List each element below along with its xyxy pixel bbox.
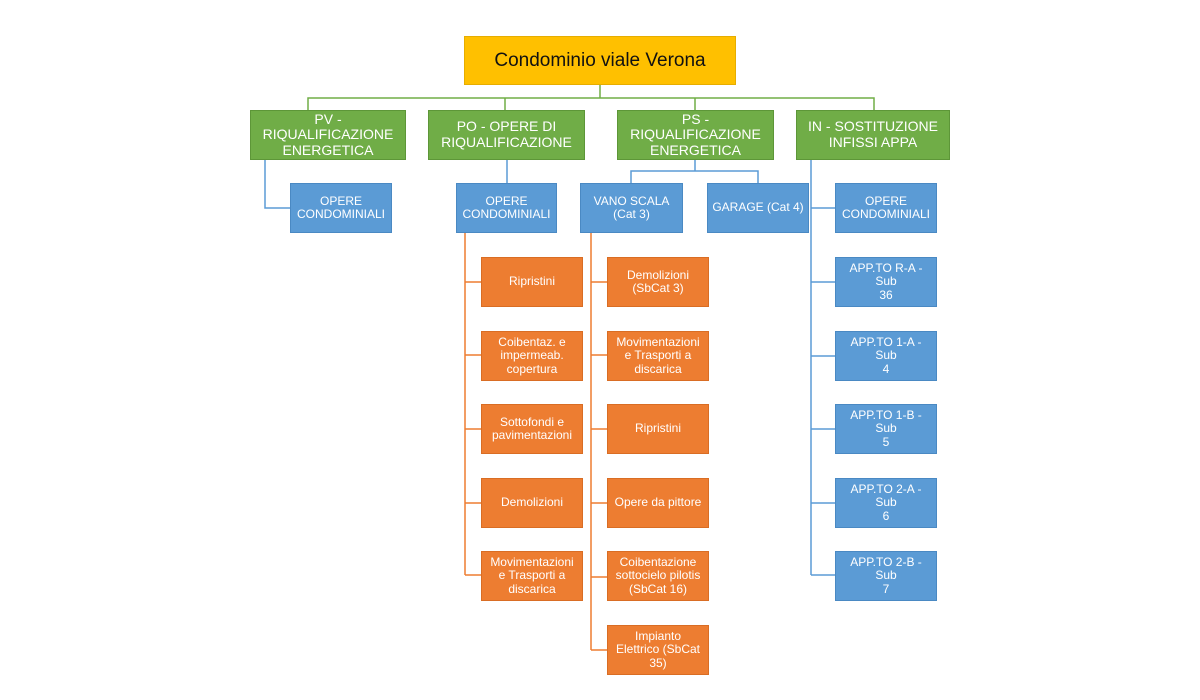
vs-task-ripristini: Ripristini [607,404,709,454]
category-in: IN - SOSTITUZIONE INFISSI APPA [796,110,950,160]
connector-ps [630,160,759,183]
vs-task-movimentazioni: Movimentazioni e Trasporti a discarica [607,331,709,381]
connector-in [810,160,835,576]
po-task-ripristini: Ripristini [481,257,583,307]
in-appto-2-a: APP.TO 2-A - Sub 6 [835,478,937,528]
root-node: Condominio viale Verona [464,36,736,85]
connector-root-bus [307,85,875,110]
category-po: PO - OPERE DI RIQUALIFICAZIONE [428,110,585,160]
vs-task-impianto-elettrico: Impianto Elettrico (SbCat 35) [607,625,709,675]
connector-pv [264,160,290,209]
connector-po-leaves [464,233,481,576]
group-pv-opere-condominiali: OPERE CONDOMINIALI [290,183,392,233]
group-po-opere-condominiali: OPERE CONDOMINIALI [456,183,557,233]
po-task-sottofondi: Sottofondi e pavimentazioni [481,404,583,454]
in-appto-2-b: APP.TO 2-B - Sub 7 [835,551,937,601]
po-task-demolizioni: Demolizioni [481,478,583,528]
group-garage: GARAGE (Cat 4) [707,183,809,233]
po-task-coibentaz: Coibentaz. e impermeab. copertura [481,331,583,381]
vs-task-opere-pittore: Opere da pittore [607,478,709,528]
in-appto-1-a: APP.TO 1-A - Sub 4 [835,331,937,381]
group-vano-scala: VANO SCALA (Cat 3) [580,183,683,233]
category-pv: PV - RIQUALIFICAZIONE ENERGETICA [250,110,406,160]
po-task-movimentazioni: Movimentazioni e Trasporti a discarica [481,551,583,601]
category-ps: PS - RIQUALIFICAZIONE ENERGETICA [617,110,774,160]
vs-task-demolizioni: Demolizioni (SbCat 3) [607,257,709,307]
vs-task-coibentazione: Coibentazione sottocielo pilotis (SbCat … [607,551,709,601]
in-appto-1-b: APP.TO 1-B - Sub 5 [835,404,937,454]
in-appto-r-a: APP.TO R-A - Sub 36 [835,257,937,307]
connector-vano-leaves [590,233,607,651]
in-opere-condominiali: OPERE CONDOMINIALI [835,183,937,233]
